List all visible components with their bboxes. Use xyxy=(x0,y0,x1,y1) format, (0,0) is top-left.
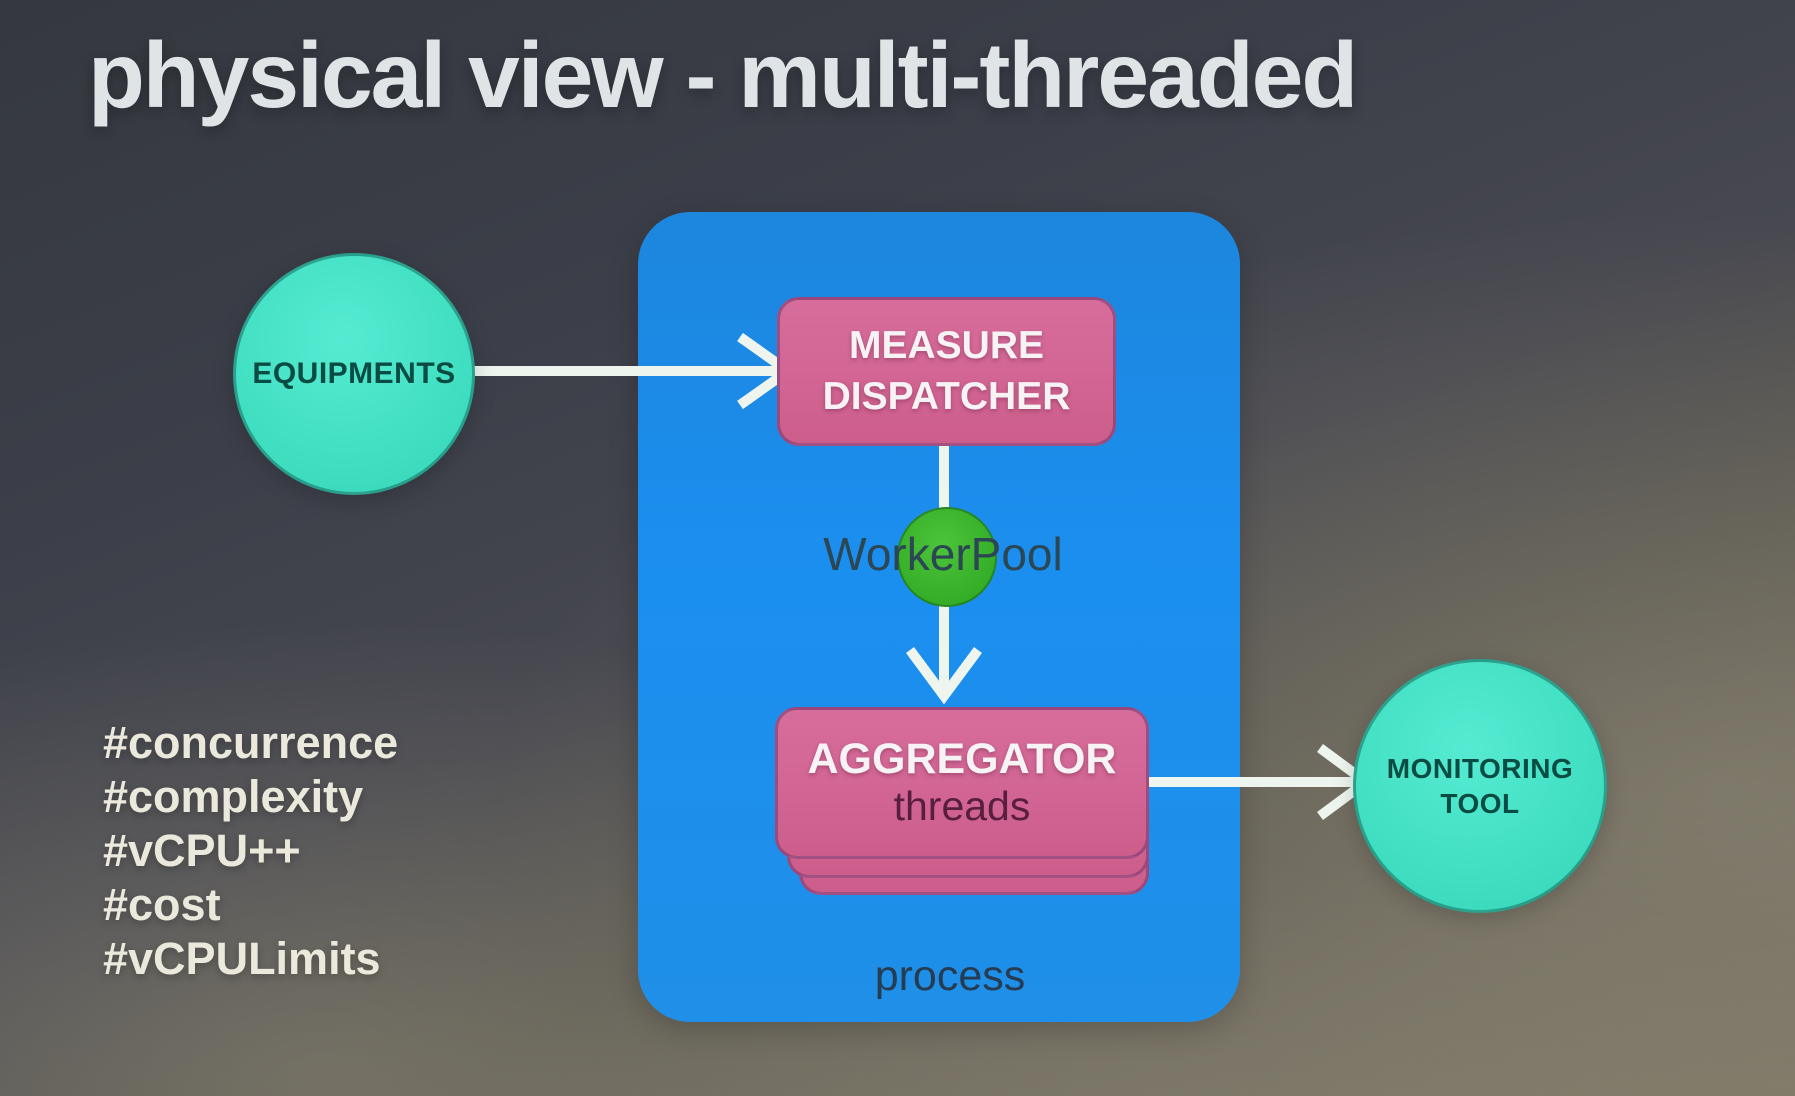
hashtag-item: #vCPULimits xyxy=(103,933,381,984)
hashtag-item: #concurrence xyxy=(103,717,399,768)
monitoring-tool-label-line2: TOOL xyxy=(1440,788,1520,819)
aggregator-node: AGGREGATOR threads xyxy=(775,707,1149,859)
equipments-node: EQUIPMENTS xyxy=(233,253,475,495)
hashtag-item: #complexity xyxy=(103,771,364,822)
measure-dispatcher-label-line1: MEASURE xyxy=(848,323,1045,367)
worker-pool-label: WorkerPool xyxy=(823,528,1063,580)
hashtag-item: #cost xyxy=(103,879,221,930)
process-label: process xyxy=(874,952,1026,1000)
worker-pool-node xyxy=(897,507,997,607)
monitoring-tool-label: MONITORING TOOL xyxy=(1387,751,1573,821)
slide-title: physical view - multi-threaded xyxy=(88,23,1358,127)
aggregator-threads-label: threads xyxy=(893,783,1031,830)
arrow-aggregator-to-monitoring xyxy=(1143,743,1375,821)
equipments-label: EQUIPMENTS xyxy=(252,357,456,390)
aggregator-label: AGGREGATOR xyxy=(807,734,1117,783)
arrow-equipments-to-dispatcher xyxy=(450,332,797,410)
measure-dispatcher-node: MEASURE DISPATCHER xyxy=(777,297,1116,446)
hashtag-list: #concurrence #complexity #vCPU++ #cost #… xyxy=(103,716,398,986)
monitoring-tool-node: MONITORING TOOL xyxy=(1353,659,1607,913)
monitoring-tool-label-line1: MONITORING xyxy=(1386,753,1574,784)
aggregator-stack: AGGREGATOR threads xyxy=(775,707,1155,907)
measure-dispatcher-label-line2: DISPATCHER xyxy=(822,374,1071,418)
hashtag-item: #vCPU++ xyxy=(103,825,301,876)
